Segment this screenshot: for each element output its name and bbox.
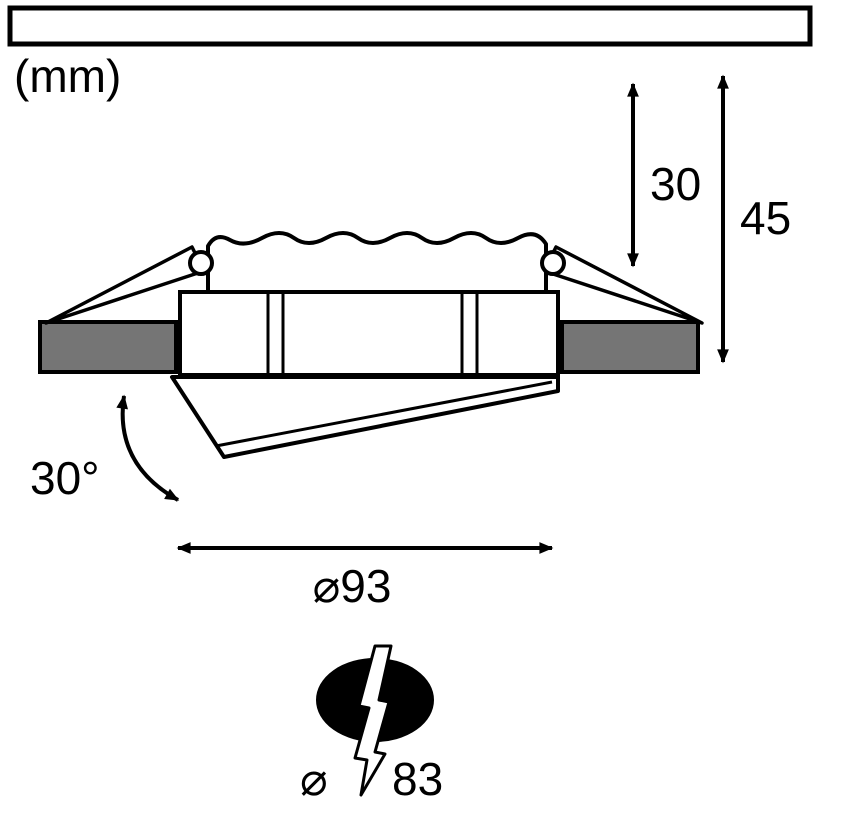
unit-label: (mm) (14, 50, 121, 102)
fixture-cross-section (38, 231, 704, 459)
outer-diameter-label: ⌀93 (313, 560, 392, 612)
pivot-screw-right (540, 250, 566, 276)
lamp-module (206, 231, 548, 294)
cutout-diameter-symbol: ⌀ (300, 753, 328, 805)
housing-body (178, 290, 560, 377)
spring-clip-right (542, 245, 704, 325)
mounting-flange-right (560, 320, 700, 374)
cutout-diameter-value: 83 (392, 753, 443, 805)
tilt-angle-arc (116, 394, 180, 502)
lightning-bolt-icon (353, 644, 393, 797)
dimension-label-30: 30 (650, 158, 701, 210)
tilted-bezel-inner-edge (215, 380, 553, 448)
ceiling-panel (7, 5, 813, 47)
cutout-symbol (316, 644, 434, 797)
tilt-angle-label: 30° (30, 452, 100, 504)
mounting-flange-left (38, 320, 178, 374)
dimension-label-45: 45 (740, 192, 791, 244)
pivot-screw-left (188, 250, 214, 276)
